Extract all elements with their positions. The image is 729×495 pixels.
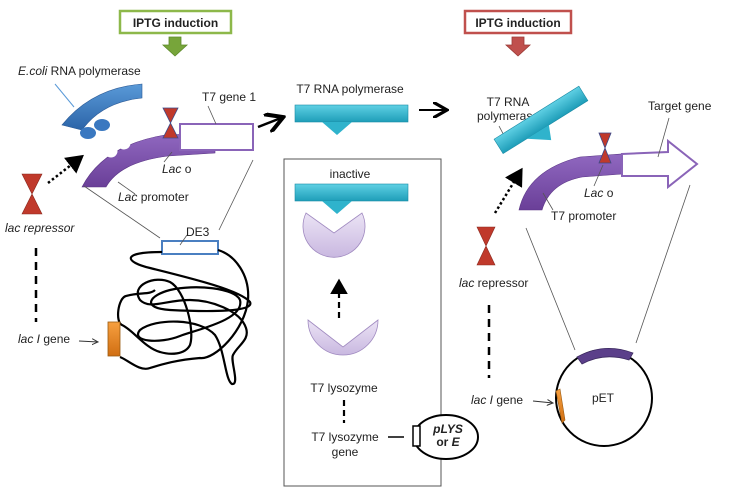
de3-label: DE3 bbox=[186, 225, 210, 239]
t7-polymerase-label: T7 RNA polymerase bbox=[296, 82, 404, 96]
iptg-induction-box-right bbox=[463, 9, 573, 35]
laci-gene-block-plasmid bbox=[555, 388, 566, 424]
leader-line bbox=[593, 164, 604, 187]
pointer-arrow bbox=[532, 401, 553, 403]
down-arrow-icon bbox=[504, 36, 532, 57]
lac-repressor-icon bbox=[21, 173, 43, 215]
down-arrow-icon bbox=[161, 36, 189, 57]
leader-line bbox=[117, 181, 136, 195]
t7-polymerase-label-right-2: polymerase bbox=[477, 109, 539, 123]
de3-box bbox=[161, 240, 219, 255]
leader-line bbox=[163, 151, 173, 163]
left-induction: IPTG induction bbox=[118, 9, 233, 57]
laci-gene-label-right: lac I gene bbox=[471, 393, 523, 407]
pet-insert bbox=[576, 348, 634, 365]
plys-label: pLYS bbox=[432, 422, 463, 436]
zoom-line bbox=[83, 185, 161, 239]
lac-operator-repressor-icon bbox=[598, 132, 612, 164]
lac-promoter-label: Lac promoter bbox=[118, 190, 189, 204]
target-gene-label: Target gene bbox=[648, 99, 712, 113]
dotted-arrow bbox=[493, 167, 523, 214]
t7-lysozyme bbox=[307, 319, 379, 356]
lac-o-label-right: Lac o bbox=[584, 186, 614, 200]
leader-line bbox=[542, 192, 554, 211]
zoom-line bbox=[635, 184, 691, 344]
zoom-line bbox=[218, 159, 254, 231]
leader-line bbox=[179, 234, 188, 246]
t7-gene-1-box bbox=[179, 123, 254, 151]
zoom-line bbox=[525, 227, 576, 351]
iptg-induction-label-right: IPTG induction bbox=[475, 16, 560, 30]
leader-line bbox=[54, 83, 75, 108]
t7-lysozyme-gene-label-2: gene bbox=[332, 445, 359, 459]
bacterial-chromosome bbox=[116, 248, 252, 386]
pet-label: pET bbox=[592, 391, 615, 405]
iptg-induction-box-left bbox=[118, 9, 233, 35]
right-induction: IPTG induction bbox=[463, 9, 573, 57]
t7-lysozyme-label: T7 lysozyme bbox=[310, 381, 378, 395]
t7-rna-polymerase-active bbox=[493, 85, 589, 155]
laci-gene-block bbox=[107, 321, 121, 357]
t7-gene-1-label: T7 gene 1 bbox=[202, 90, 256, 104]
inactive-t7-polymerase bbox=[294, 183, 409, 214]
lac-o-label: Lac o bbox=[162, 162, 192, 176]
leader-line bbox=[207, 105, 217, 125]
flow-arrow bbox=[257, 118, 281, 127]
lac-repressor-label: lac repressor bbox=[5, 221, 75, 235]
t7-rna-polymerase bbox=[294, 104, 409, 135]
lac-repressor-icon bbox=[476, 226, 496, 266]
inactive-label: inactive bbox=[330, 167, 371, 181]
leader-line bbox=[657, 117, 670, 158]
iptg-induction-label-left: IPTG induction bbox=[133, 16, 218, 30]
pointer-arrow bbox=[78, 341, 98, 342]
t7-lysozyme-gene-label-1: T7 lysozyme bbox=[311, 430, 379, 444]
laci-gene-label: lac I gene bbox=[18, 332, 70, 346]
lac-repressor-label-right: lac repressor bbox=[459, 276, 528, 290]
t7-promoter-label: T7 promoter bbox=[551, 209, 616, 223]
target-gene-arrow bbox=[621, 138, 699, 190]
dotted-arrow bbox=[47, 154, 84, 184]
plys-label-2: or E bbox=[436, 435, 460, 449]
plys-plasmid: pLYS or E bbox=[412, 414, 479, 460]
t7-polymerase-label-right-1: T7 RNA bbox=[487, 95, 530, 109]
lac-operator-repressor-icon bbox=[162, 107, 179, 139]
ecoli-polymerase-label: E.coli RNA polymerase bbox=[18, 64, 141, 78]
ecoli-rna-polymerase bbox=[61, 83, 143, 139]
lysozyme-bound bbox=[302, 212, 366, 258]
